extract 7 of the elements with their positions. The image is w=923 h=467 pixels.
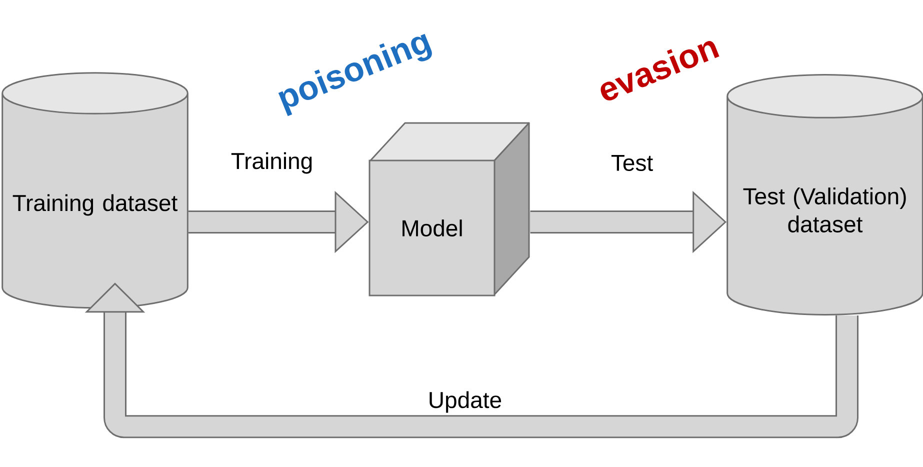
cylinder: Test (Validation) dataset [726, 74, 923, 316]
edge-label: Update [430, 391, 502, 413]
edge-label: Training [231, 152, 312, 174]
cylinder: Training dataset [2, 72, 188, 309]
block-arrow [84, 282, 858, 438]
edge-label: Test [611, 154, 653, 172]
cube: Model [368, 122, 530, 296]
